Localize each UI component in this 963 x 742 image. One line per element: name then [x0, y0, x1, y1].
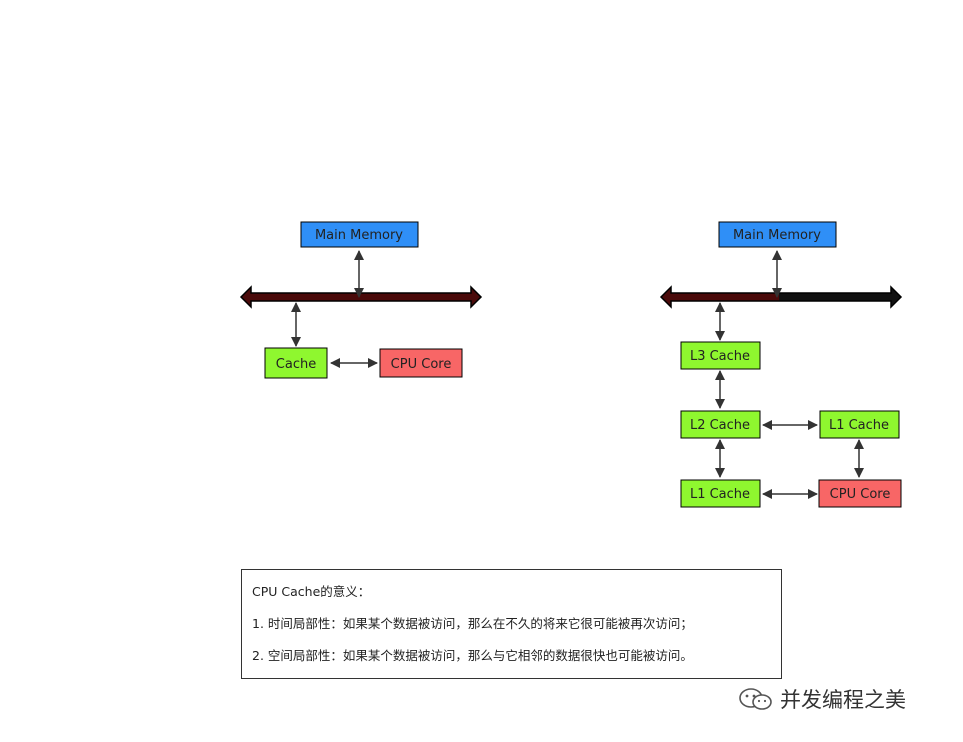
- right-l1-cache-side-label: L1 Cache: [829, 418, 889, 433]
- right-l3-cache-box: L3 Cache: [680, 341, 761, 370]
- watermark-text: 并发编程之美: [780, 688, 906, 712]
- right-l2-cache-box: L2 Cache: [680, 410, 761, 439]
- wechat-icon: [739, 688, 772, 710]
- left-cpu-core-label: CPU Core: [391, 357, 452, 372]
- right-l3-cache-label: L3 Cache: [690, 349, 750, 364]
- note-item-spatial-locality: 2. 空间局部性：如果某个数据被访问，那么与它相邻的数据很快也可能被访问。: [252, 648, 693, 663]
- right-cpu-core-box: CPU Core: [818, 479, 902, 508]
- right-l1-cache-box: L1 Cache: [680, 479, 761, 508]
- left-main-memory-label: Main Memory: [315, 228, 403, 243]
- right-l2-cache-label: L2 Cache: [690, 418, 750, 433]
- right-system-bus: [659, 285, 903, 309]
- note-item-temporal-locality: 1. 时间局部性：如果某个数据被访问，那么在不久的将来它很可能被再次访问；: [252, 616, 693, 631]
- right-l1-cache-label: L1 Cache: [690, 487, 750, 502]
- cpu-cache-note: CPU Cache的意义： 1. 时间局部性：如果某个数据被访问，那么在不久的将…: [241, 569, 782, 679]
- left-cache-box: Cache: [264, 347, 328, 379]
- note-title: CPU Cache的意义：: [252, 584, 371, 599]
- watermark: 并发编程之美: [738, 684, 906, 714]
- left-main-memory-box: Main Memory: [300, 221, 419, 248]
- left-system-bus: [239, 285, 483, 309]
- right-cpu-core-label: CPU Core: [830, 487, 891, 502]
- right-diagram: Main Memory L3 Cache L2 Cache L1 Cache L…: [659, 221, 903, 508]
- left-cache-label: Cache: [276, 357, 316, 372]
- right-l1-cache-side-box: L1 Cache: [819, 410, 900, 439]
- left-diagram: Main Memory Cache CPU Core: [239, 221, 483, 379]
- right-main-memory-label: Main Memory: [733, 228, 821, 243]
- left-cpu-core-box: CPU Core: [379, 348, 463, 378]
- right-main-memory-box: Main Memory: [718, 221, 837, 248]
